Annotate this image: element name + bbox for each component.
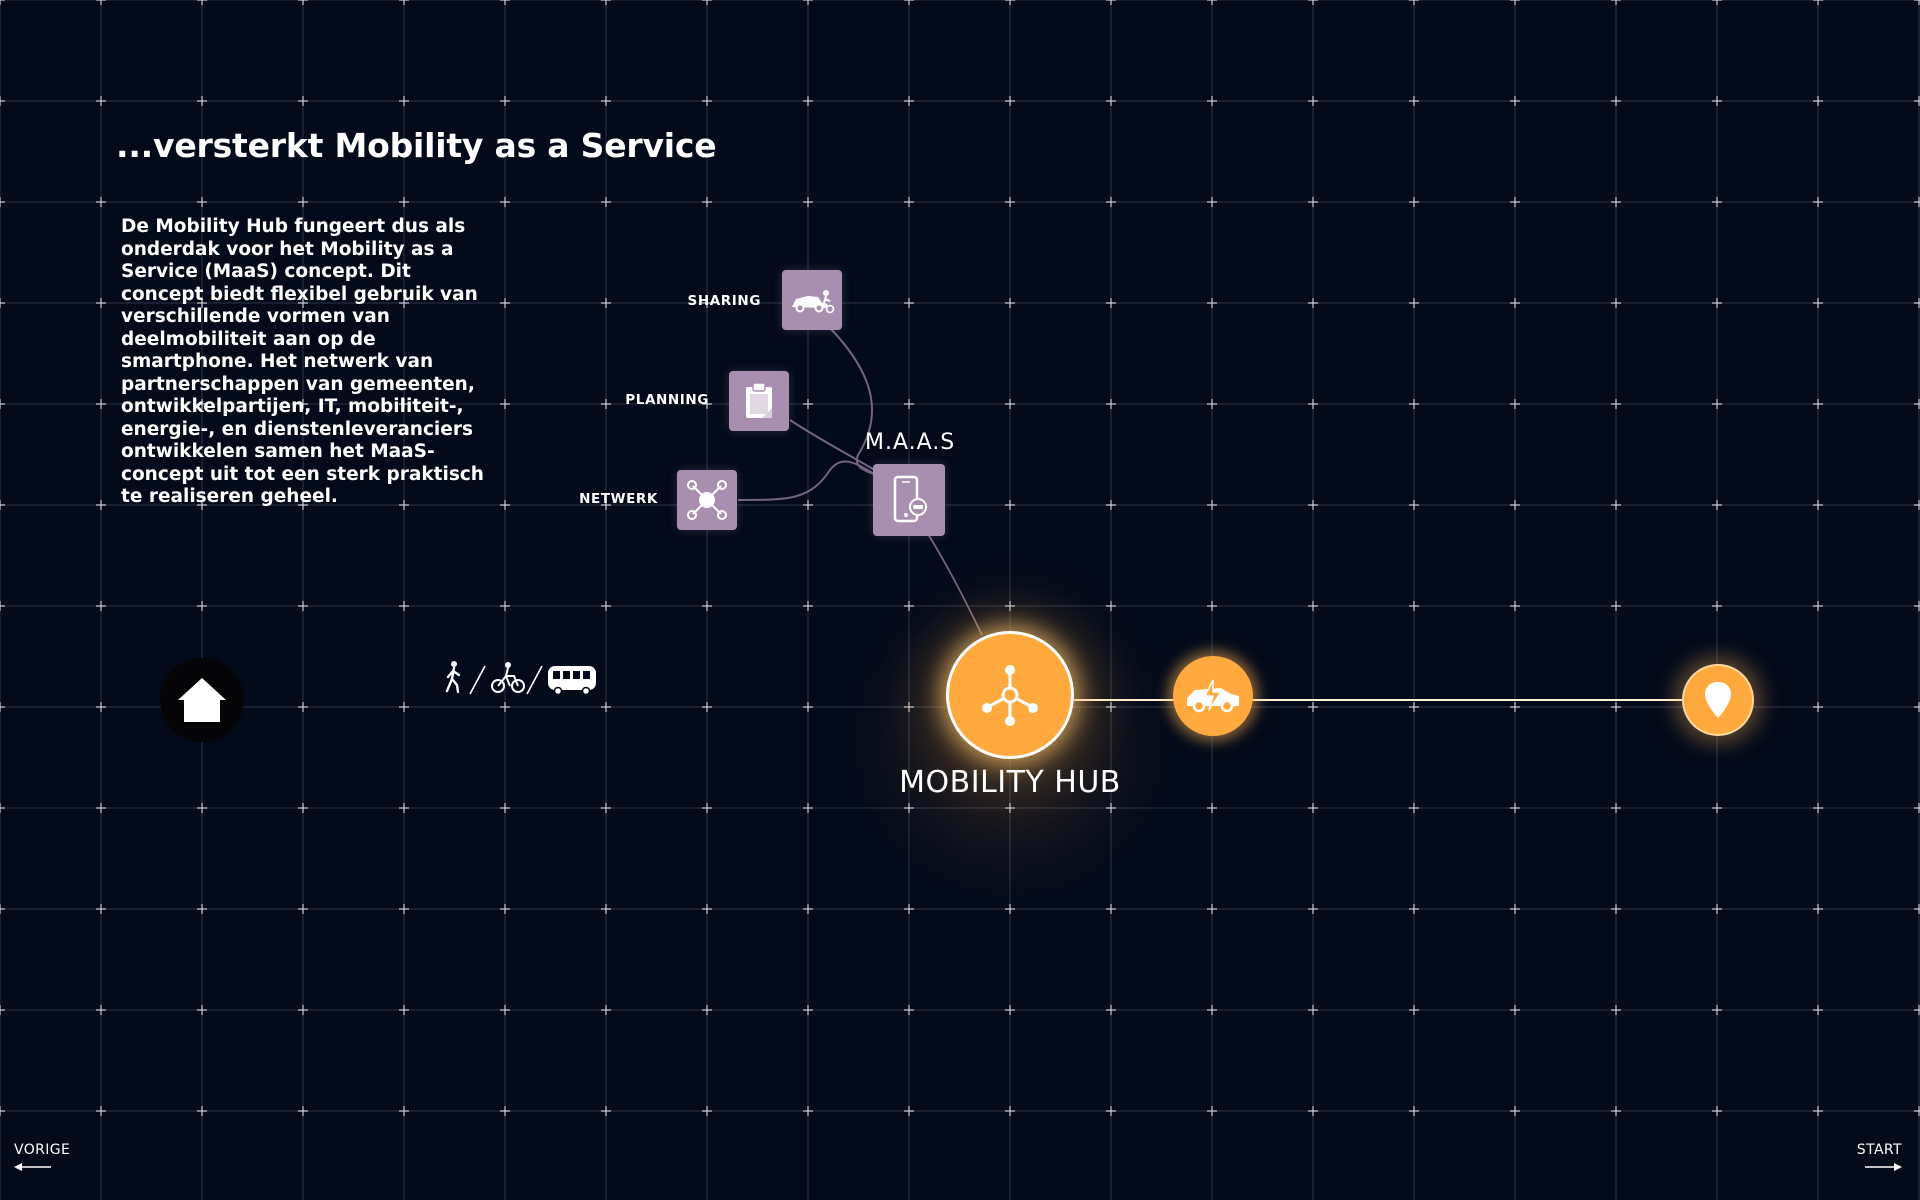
- previous-label: VORIGE: [14, 1142, 71, 1158]
- mobility-hub-label: MOBILITY HUB: [899, 765, 1121, 800]
- bus-icon: [548, 666, 596, 696]
- maas-item-planning[interactable]: [729, 371, 789, 431]
- home-icon: [178, 678, 226, 722]
- start-label: START: [1856, 1142, 1902, 1158]
- destination-node[interactable]: [1682, 664, 1754, 736]
- walking-icon: [445, 661, 461, 694]
- electric-car-icon: [1187, 679, 1239, 713]
- arrow-left-icon: [14, 1163, 51, 1171]
- transport-modes: [440, 660, 600, 696]
- arrow-right-icon: [1865, 1163, 1902, 1171]
- home-node[interactable]: [160, 658, 244, 742]
- maas-item-netwerk[interactable]: [677, 470, 737, 530]
- maas-item-planning-label: PLANNING: [625, 392, 709, 408]
- smartphone-icon: [893, 475, 927, 523]
- maas-label: M.A.A.S: [865, 430, 956, 455]
- previous-button[interactable]: VORIGE: [14, 1142, 70, 1172]
- clipboard-icon: [746, 382, 772, 418]
- maas-item-netwerk-label: NETWERK: [579, 491, 658, 507]
- cycling-icon: [491, 662, 525, 693]
- page-title: ...versterkt Mobility as a Service: [116, 126, 717, 165]
- electric-car-node[interactable]: [1173, 656, 1253, 736]
- intro-paragraph: De Mobility Hub fungeert dus als onderda…: [121, 216, 484, 507]
- mobility-hub-node[interactable]: [946, 631, 1074, 759]
- maas-item-sharing-label: SHARING: [687, 293, 761, 309]
- start-button[interactable]: START: [1857, 1142, 1902, 1172]
- maas-connectors: [737, 327, 983, 636]
- network-icon: [687, 480, 727, 520]
- hub-network-icon: [982, 665, 1038, 726]
- maas-item-sharing[interactable]: [782, 270, 842, 330]
- shared-vehicles-icon: [792, 290, 835, 314]
- location-pin-icon: [1705, 682, 1731, 718]
- maas-app-tile[interactable]: [873, 464, 945, 536]
